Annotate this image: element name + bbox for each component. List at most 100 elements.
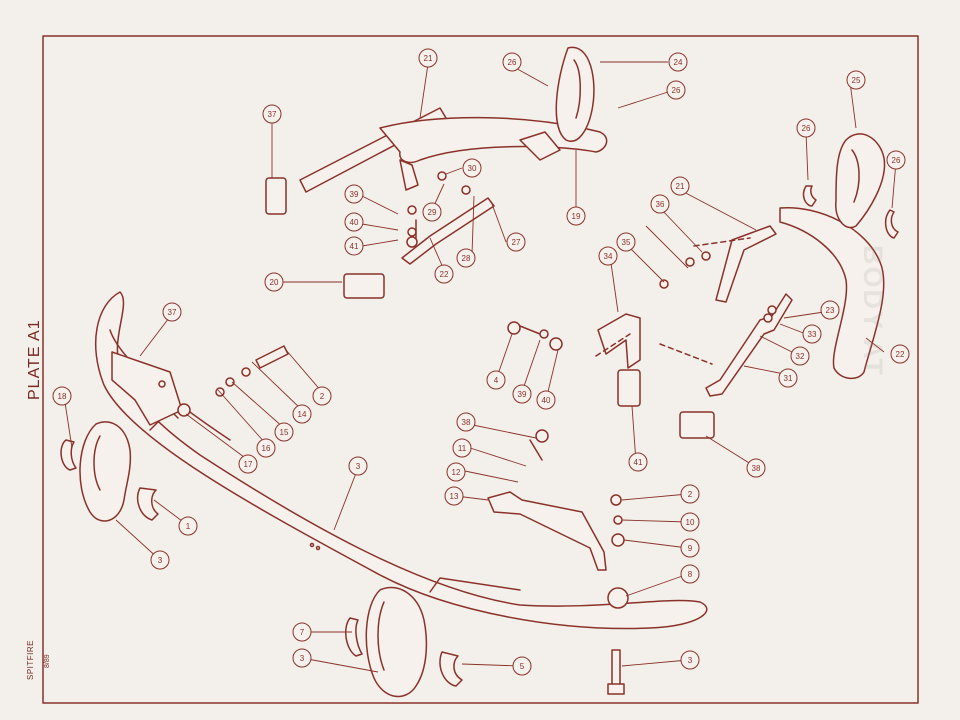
small-bracket [487, 491, 607, 571]
callout-number: 29 [428, 208, 437, 217]
callout-number: 4 [494, 376, 499, 385]
callout-number: 23 [826, 306, 835, 315]
model-label: SPITFIRE [26, 639, 35, 680]
part-callout: 23 [820, 300, 840, 320]
part-callout: 14 [292, 404, 312, 424]
callout-number: 3 [356, 462, 361, 471]
callout-number: 30 [468, 164, 477, 173]
callout-number: 2 [320, 392, 325, 401]
part-callout: 1 [178, 516, 198, 536]
callout-number: 5 [520, 662, 525, 671]
callout-number: 26 [892, 156, 901, 165]
part-callout: 25 [846, 70, 866, 90]
callout-number: 40 [350, 218, 359, 227]
callout-number: 41 [350, 242, 359, 251]
part-callout: 22 [434, 264, 454, 284]
mounting-bracket-22-top [401, 197, 495, 265]
part-callout: 30 [462, 158, 482, 178]
callout-number: 12 [452, 468, 461, 477]
part-callout: 16 [256, 438, 276, 458]
callout-number: 15 [280, 428, 289, 437]
part-callout: 21 [418, 48, 438, 68]
rubber-pad [439, 651, 463, 687]
callout-number: 9 [688, 544, 693, 553]
callout-number: 24 [674, 58, 683, 67]
callout-number: 38 [752, 464, 761, 473]
callout-number: 21 [676, 182, 685, 191]
rubber-block-37 [343, 273, 385, 299]
part-callout: 40 [344, 212, 364, 232]
part-callout: 34 [598, 246, 618, 266]
callout-number: 35 [622, 238, 631, 247]
part-callout: 40 [536, 390, 556, 410]
callout-number: 36 [656, 200, 665, 209]
part-callout: 39 [344, 184, 364, 204]
part-callout: 3 [150, 550, 170, 570]
rubber-block-37 [265, 177, 287, 215]
callout-number: 37 [168, 308, 177, 317]
part-callout: 7 [292, 622, 312, 642]
callout-number: 8 [688, 570, 693, 579]
part-callout: 26 [796, 118, 816, 138]
callout-number: 11 [458, 444, 467, 453]
page-border [42, 35, 919, 704]
callout-number: 21 [424, 54, 433, 63]
part-callout: 12 [446, 462, 466, 482]
callout-number: 38 [462, 418, 471, 427]
callout-number: 34 [604, 252, 613, 261]
callout-number: 3 [300, 654, 305, 663]
callout-number: 25 [852, 76, 861, 85]
part-callout: 2 [680, 484, 700, 504]
part-callout: 26 [502, 52, 522, 72]
callout-number: 33 [808, 330, 817, 339]
part-callout: 24 [668, 52, 688, 72]
part-callout: 17 [238, 454, 258, 474]
callout-number: 3 [688, 656, 693, 665]
overrider-center [344, 586, 428, 698]
callout-number: 22 [896, 350, 905, 359]
part-callout: 32 [790, 346, 810, 366]
bumper-bracket-left [111, 351, 191, 426]
part-callout: 38 [456, 412, 476, 432]
callout-number: 39 [518, 390, 527, 399]
part-callout: 20 [264, 272, 284, 292]
part-callout: 39 [512, 384, 532, 404]
part-callout: 9 [680, 538, 700, 558]
part-callout: 26 [886, 150, 906, 170]
overrider-left [60, 421, 132, 522]
part-callout: 26 [666, 80, 686, 100]
part-callout: 18 [52, 386, 72, 406]
rear-bumper-left [299, 46, 608, 193]
callout-number: 22 [440, 270, 449, 279]
callout-number: 18 [58, 392, 67, 401]
callout-number: 10 [686, 518, 695, 527]
callout-number: 26 [802, 124, 811, 133]
callout-number: 37 [268, 110, 277, 119]
reference-code: 8/89 [44, 654, 51, 668]
callout-number: 26 [508, 58, 517, 67]
callout-number: 31 [784, 374, 793, 383]
part-callout: 31 [778, 368, 798, 388]
part-callout: 33 [802, 324, 822, 344]
part-callout: 37 [262, 104, 282, 124]
callout-number: 26 [672, 86, 681, 95]
callout-number: 3 [158, 556, 163, 565]
plate-title: PLATE A1 [26, 319, 43, 400]
part-callout: 37 [162, 302, 182, 322]
callout-number: 2 [688, 490, 693, 499]
part-callout: 3 [292, 648, 312, 668]
callout-number: 19 [572, 212, 581, 221]
callout-number: 14 [298, 410, 307, 419]
part-callout: 41 [628, 452, 648, 472]
callout-number: 39 [350, 190, 359, 199]
part-callout: 5 [512, 656, 532, 676]
part-callout: 4 [486, 370, 506, 390]
rubber-block-38 [617, 369, 641, 407]
part-callout: 10 [680, 512, 700, 532]
part-callout: 41 [344, 236, 364, 256]
callout-number: 16 [262, 444, 271, 453]
part-callout: 19 [566, 206, 586, 226]
part-callout: 8 [680, 564, 700, 584]
callout-number: 20 [270, 278, 279, 287]
